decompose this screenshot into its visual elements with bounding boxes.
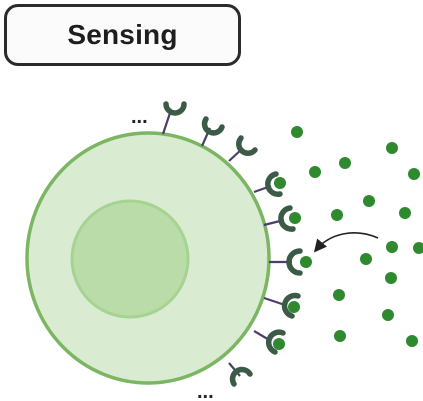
receptor-icon (265, 171, 283, 197)
bound-ligands (273, 177, 312, 350)
receptors (163, 101, 303, 387)
ligand-icon (399, 207, 411, 219)
receptor-icon (281, 292, 301, 319)
receptor-icon (278, 205, 296, 232)
free-ligands (291, 126, 423, 347)
ligand-icon (300, 256, 312, 268)
ligand-icon (363, 195, 375, 207)
ligand-icon (413, 242, 423, 254)
receptor-icon (236, 135, 258, 156)
ligand-icon (334, 330, 346, 342)
title: Sensing (67, 19, 178, 50)
ligand-icon (333, 289, 345, 301)
ellipsis-top: ... (131, 106, 148, 128)
ligand-icon (273, 338, 285, 350)
ligand-icon (385, 272, 397, 284)
ligand-icon (309, 166, 321, 178)
ligand-icon (291, 126, 303, 138)
ligand-icon (386, 241, 398, 253)
receptor-icon (201, 116, 225, 136)
ligand-icon (331, 209, 343, 221)
ellipsis-bottom: ... (197, 381, 214, 401)
ligand-icon (386, 142, 398, 154)
receptor-icon (286, 248, 303, 276)
ligand-icon (289, 212, 301, 224)
ligand-icon (382, 309, 394, 321)
receptor-icon (163, 101, 187, 116)
ligand-icon (288, 301, 300, 313)
title-box: Sensing (4, 4, 241, 66)
ligand-icon (360, 253, 372, 265)
receptor-icon (265, 329, 286, 355)
nucleus (70, 199, 190, 319)
ligand-icon (406, 335, 418, 347)
ligand-icon (408, 168, 420, 180)
receptor-icon (229, 366, 253, 387)
ligand-icon (339, 157, 351, 169)
ligand-icon (274, 177, 286, 189)
arrow-icon (313, 232, 379, 253)
